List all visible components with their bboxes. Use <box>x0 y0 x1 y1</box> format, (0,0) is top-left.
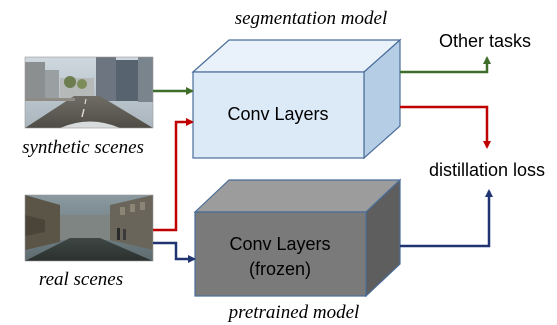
pretrained-model-title: pretrained model <box>227 302 360 323</box>
synthetic-scene-image <box>24 56 154 129</box>
segmentation-model-title: segmentation model <box>235 8 388 29</box>
pretrained-box-label-line2: (frozen) <box>249 259 311 279</box>
pretrained-model-box: Conv Layers (frozen) <box>193 178 402 298</box>
real-scene-image <box>24 194 154 262</box>
segmentation-box-label: Conv Layers <box>227 104 328 124</box>
distillation-loss-label: distillation loss <box>429 160 545 180</box>
real-to-pretrained-arrow <box>153 241 196 263</box>
pretrained-to-distillation-arrow <box>400 189 493 248</box>
segmentation-to-other-tasks-arrow <box>400 56 491 74</box>
pretrained-box-label-line1: Conv Layers <box>229 234 330 254</box>
real-to-segmentation-arrow <box>153 118 194 232</box>
real-scenes-label: real scenes <box>39 269 123 290</box>
segmentation-to-distillation-arrow <box>400 105 491 149</box>
segmentation-model-box: Conv Layers <box>191 38 402 160</box>
other-tasks-label: Other tasks <box>439 31 531 51</box>
synthetic-scenes-label: synthetic scenes <box>22 137 144 158</box>
